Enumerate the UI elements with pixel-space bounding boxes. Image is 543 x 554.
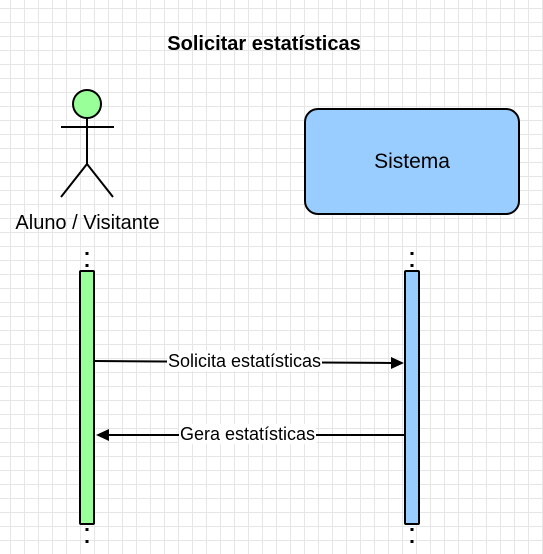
actor-right-leg <box>86 163 114 198</box>
request-message-label: Solicita estatísticas <box>167 351 323 371</box>
actor-head <box>72 89 102 119</box>
system-box[interactable]: Sistema <box>304 108 520 215</box>
actor-stick-figure[interactable] <box>60 89 114 198</box>
request-arrowhead <box>391 357 404 369</box>
response-message-label: Gera estatísticas <box>179 424 317 444</box>
response-arrowhead <box>96 429 109 441</box>
actor-left-leg <box>60 163 88 198</box>
actor-activation-bar[interactable] <box>79 270 95 525</box>
diagram-title: Solicitar estatísticas <box>167 33 361 55</box>
system-label: Sistema <box>374 149 450 173</box>
system-activation-bar[interactable] <box>404 270 420 525</box>
actor-label: Aluno / Visitante <box>15 212 160 234</box>
